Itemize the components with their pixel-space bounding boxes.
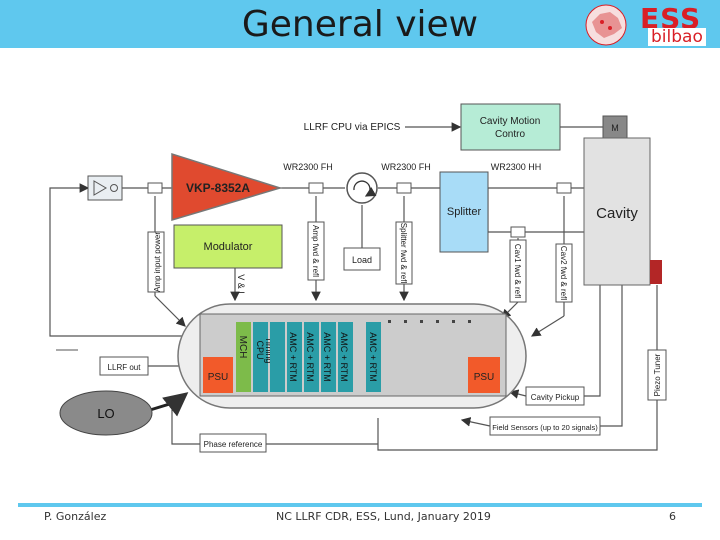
amc-rtm-5: AMC + RTM	[368, 332, 378, 382]
wr-fh-2-label: WR2300 FH	[381, 162, 431, 172]
cavity-box	[583, 137, 651, 286]
phase-reference-label: Phase reference	[204, 440, 263, 449]
piezo-tuner-box	[647, 349, 667, 401]
cavity-motion-label-2: Contro	[495, 129, 525, 140]
cavity-label: Cavity	[596, 205, 638, 222]
load-label: Load	[352, 255, 372, 265]
slide-title: General view	[241, 4, 479, 45]
load-box	[343, 247, 381, 271]
amc-rtm-1: AMC + RTM	[288, 332, 298, 382]
amc-rtm-3: AMC + RTM	[322, 332, 332, 382]
vkp-amplifier	[171, 152, 283, 222]
psu-left-label: PSU	[208, 372, 229, 383]
field-sensors-box	[489, 416, 601, 436]
motor-label: M	[611, 123, 619, 133]
amp-input-power-label: Amp input power	[153, 232, 162, 292]
v-and-i-label: V & I	[236, 274, 246, 294]
cav2-fwd-refl-label: Cav2 fwd & refl	[559, 246, 568, 300]
splitter-label: Splitter	[447, 206, 482, 218]
mch-label: MCH	[237, 336, 248, 359]
psu-right-label: PSU	[474, 372, 495, 383]
llrf-out-box	[99, 356, 149, 376]
mch-slot	[236, 322, 251, 392]
europe-map-icon	[585, 4, 627, 46]
cavity-pickup-box	[525, 386, 585, 406]
wr-fh-1-label: WR2300 FH	[283, 162, 333, 172]
preamp-box	[87, 175, 123, 201]
phase-reference-box	[199, 433, 267, 453]
lo-label: LO	[97, 406, 114, 421]
modulator-label: Modulator	[204, 241, 253, 253]
piezo-tuner-label: Piezo Tuner	[653, 353, 662, 396]
field-sensors-label: Field Sensors (up to 20 signals)	[492, 423, 598, 432]
modulator-box	[173, 224, 283, 269]
ess-bilbao-logo: ESS bilbao	[580, 2, 710, 48]
cavity-pickup-label: Cavity Pickup	[531, 393, 580, 402]
footer-line	[18, 503, 702, 507]
circulator-icon	[346, 172, 378, 204]
psu-right-box	[468, 357, 500, 393]
cavity-motion-control-box	[460, 103, 561, 151]
splitter-fwd-refl-label: Splitter fwd & refl	[399, 223, 408, 284]
epics-label: LLRF CPU via EPICS	[304, 122, 401, 133]
lo-ellipse	[59, 390, 153, 436]
cpu-timing-slot	[253, 322, 268, 392]
footer-event: NC LLRF CDR, ESS, Lund, January 2019	[276, 510, 491, 523]
timing-label: Timing	[264, 337, 274, 364]
cpu-label: CPU	[255, 340, 265, 359]
logo-bilbao-text: bilbao	[648, 28, 706, 46]
llrf-out-label: LLRF out	[108, 363, 142, 372]
vkp-label: VKP-8352A	[186, 181, 250, 195]
amc-rtm-4: AMC + RTM	[339, 332, 349, 382]
piezo-block	[650, 260, 662, 284]
wr-hh-label: WR2300 HH	[491, 162, 542, 172]
splitter-box	[439, 171, 489, 253]
preamp-triangle-icon	[93, 180, 107, 196]
amp-fwd-refl-label: Amp fwd & refl	[311, 225, 320, 277]
cav1-fwd-refl-label: Cav1 fwd & refl	[513, 244, 522, 298]
amc-rtm-2: AMC + RTM	[305, 332, 315, 382]
psu-left-box	[203, 357, 233, 393]
footer-author: P. González	[44, 510, 107, 523]
footer-page-number: 6	[669, 510, 676, 523]
cavity-motion-label-1: Cavity Motion	[480, 116, 541, 127]
